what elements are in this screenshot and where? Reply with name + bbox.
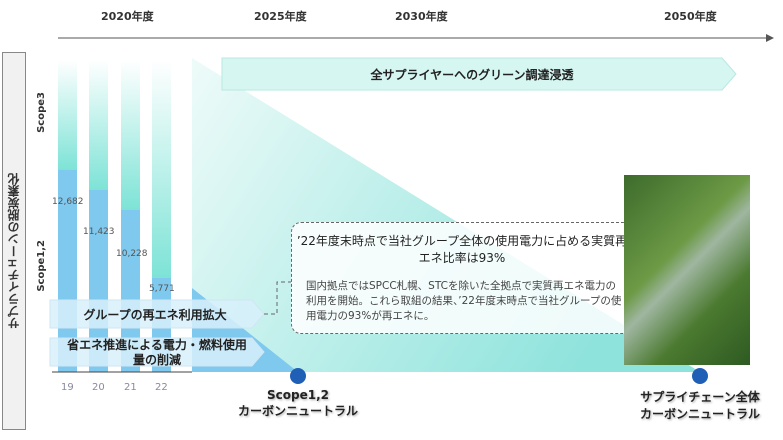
scope3-label: Scope3 [36,92,47,133]
x-tick-21: 21 [124,382,137,393]
renewable-banner: グループの再エネ利用拡大 [83,308,227,322]
year-2030: 2030年度 [395,10,448,23]
renewable-banner-shape [49,299,265,329]
milestone-scope12: Scope1,2 カーボンニュートラル [228,388,368,419]
milestone-supplychain-line2: カーボンニュートラル [639,407,760,421]
supplier-banner-shape [221,57,737,91]
milestone-supplychain: サプライチェーン全体 カーボンニュートラル [620,388,780,422]
year-2025: 2025年度 [254,10,307,23]
milestone-scope12-line1: Scope1,2 [267,388,329,402]
callout-connector [264,281,291,315]
value-22: 5,771 [149,284,175,294]
bar-scope3-19 [58,60,77,170]
value-19: 12,682 [52,197,84,207]
callout-body: 国内拠点ではSPCC札幌、STCを除いた全拠点で実質再エネ電力の利用を開始。これ… [306,280,622,322]
x-tick-19: 19 [61,382,74,393]
bar-scope3-21 [121,60,140,210]
side-title-box: サプライチェーンの脱炭素化 [2,52,26,430]
bar-scope3-20 [89,60,108,190]
energy-saving-banner: 省エネ推進による電力・燃料使用量の削減 [67,338,247,367]
side-title: サプライチェーンの脱炭素化 [7,173,21,329]
scope12-label: Scope1,2 [36,240,47,292]
year-2020: 2020年度 [101,10,154,23]
energy-saving-banner-shape [49,337,265,367]
milestone-dot-scope12 [290,368,306,384]
bar-scope3-22 [152,60,171,278]
bar-scope12-21 [121,210,140,372]
milestone-scope12-line2: カーボンニュートラル [237,404,358,418]
value-21: 10,228 [116,249,148,259]
x-tick-20: 20 [92,382,105,393]
milestone-supplychain-line1: サプライチェーン全体 [640,390,760,404]
callout-box: ’22年度末時点で当社グループ全体の使用電力に占める実質再エネ比率は93% 国内… [291,222,633,334]
year-2050: 2050年度 [664,10,717,23]
value-20: 11,423 [83,227,115,237]
x-tick-22: 22 [155,382,168,393]
supplier-banner: 全サプライヤーへのグリーン調達浸透 [370,68,574,82]
timeline-arrow-icon [766,34,774,42]
facility-aerial-photo [624,175,750,365]
callout-headline: ’22年度末時点で当社グループ全体の使用電力に占める実質再エネ比率は93% [296,234,628,265]
milestone-dot-supplychain [692,368,708,384]
